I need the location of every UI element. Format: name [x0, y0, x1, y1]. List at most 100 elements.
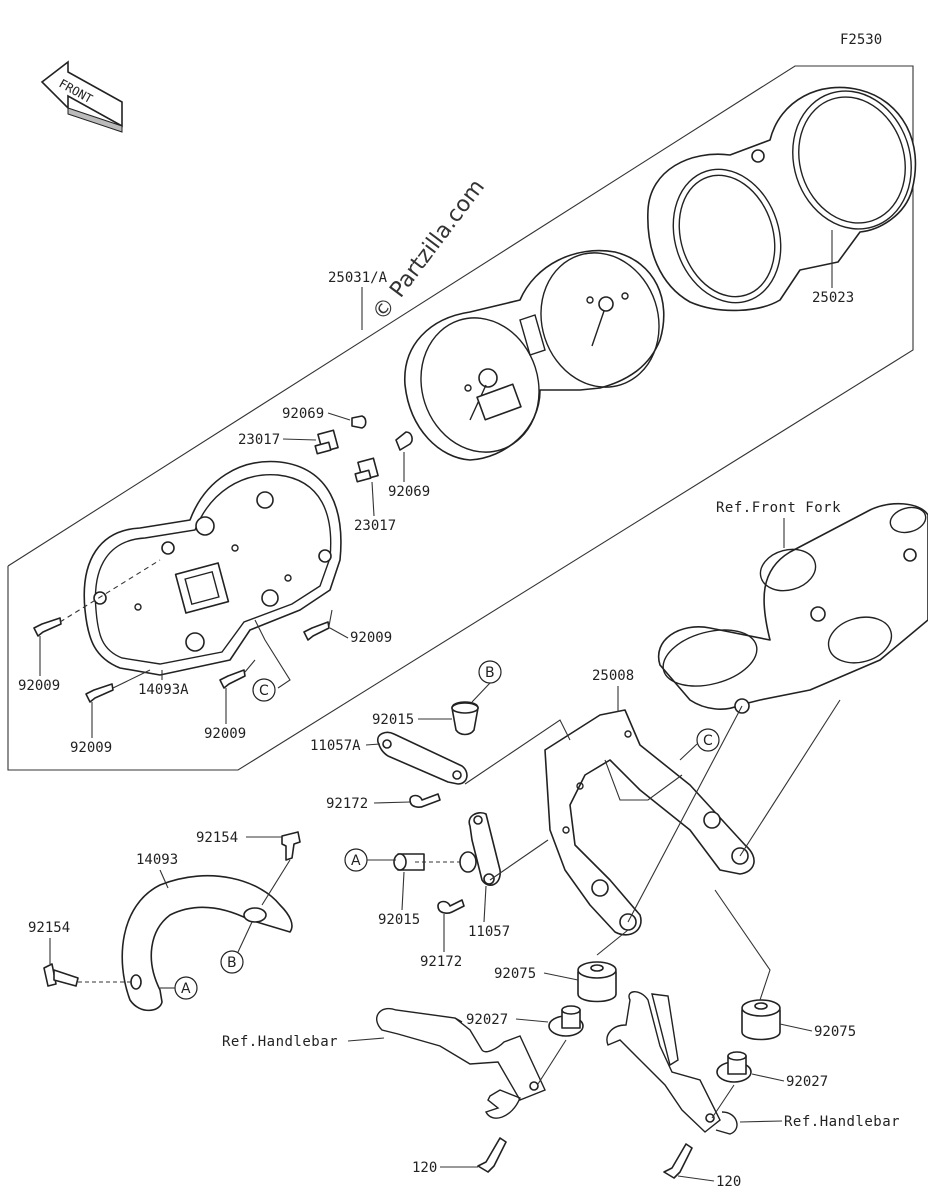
- svg-text:C: C: [259, 683, 269, 699]
- callout-c-bracket: C: [696, 728, 720, 752]
- leader-line: [244, 659, 256, 673]
- leader-line: [237, 921, 253, 953]
- ref-front-fork: Ref.Front Fork: [716, 500, 841, 516]
- leader-line: [464, 719, 571, 785]
- grommet-92015-lower: [393, 853, 425, 871]
- grommet-92015-upper: [451, 701, 479, 736]
- leader-line: [159, 869, 169, 889]
- leader-line: [347, 1037, 385, 1042]
- damper-92075-left: [577, 961, 617, 1003]
- watermark: © Partzilla.com: [368, 175, 490, 326]
- screw-92009-bottom: [219, 669, 246, 689]
- meter-case-part: [83, 460, 342, 676]
- leader-line: [679, 743, 698, 761]
- leader-line: [543, 972, 579, 981]
- damper-92075-right: [741, 999, 781, 1041]
- leader-line: [604, 759, 683, 801]
- ref-handlebar-left: Ref.Handlebar: [222, 1034, 338, 1050]
- leader-line: [596, 929, 629, 956]
- label-92075-left: 92075: [494, 966, 536, 982]
- leader-line: [373, 801, 411, 804]
- leader-line: [371, 481, 375, 517]
- leader-line: [261, 859, 291, 906]
- front-fork-bridge-part: [657, 502, 928, 714]
- callout-a-plate: A: [344, 848, 368, 872]
- callout-a-cover: A: [174, 976, 198, 1000]
- leader-line: [627, 705, 743, 923]
- bolt-120-left: [477, 1137, 507, 1173]
- bolt-92172-lower: [437, 899, 465, 914]
- svg-text:A: A: [351, 853, 361, 869]
- leader-line: [329, 627, 349, 639]
- leader-line: [677, 1175, 715, 1182]
- label-92009-bottom: 92009: [204, 726, 246, 742]
- screw-92009-right: [303, 621, 330, 641]
- label-92172-lower: 92172: [420, 954, 462, 970]
- label-92154-left: 92154: [28, 920, 70, 936]
- bolt-92172-upper: [409, 793, 441, 808]
- label-23017-upper: 23017: [238, 432, 280, 448]
- leader-line: [515, 1018, 549, 1023]
- handlebar-clamp-right: [606, 991, 738, 1135]
- label-92027-left: 92027: [466, 1012, 508, 1028]
- leader-line: [365, 743, 381, 746]
- plate-11057-part: [459, 811, 501, 886]
- label-25008: 25008: [592, 668, 634, 684]
- callout-b-upper: B: [478, 660, 502, 684]
- label-92069-upper: 92069: [282, 406, 324, 422]
- socket-23017-lower: [354, 457, 379, 483]
- leader-line: [711, 1084, 735, 1119]
- collar-92027-right: [716, 1051, 752, 1083]
- collar-92027-left: [548, 1005, 584, 1037]
- leader-line: [751, 1073, 785, 1082]
- label-92027-right: 92027: [786, 1074, 828, 1090]
- svg-text:B: B: [227, 955, 237, 971]
- meter-assembly-part: [404, 249, 665, 461]
- leader-line: [739, 1120, 783, 1123]
- svg-text:A: A: [181, 981, 191, 997]
- bolt-120-right: [663, 1143, 693, 1179]
- bolt-92154-upper: [281, 831, 301, 861]
- leader-line: [714, 889, 771, 1001]
- leader-line: [328, 609, 333, 627]
- leader-line: [537, 1039, 567, 1085]
- screw-92009-left: [33, 617, 62, 637]
- leader-line: [471, 682, 491, 703]
- screw-92009-bottom-left: [85, 683, 114, 703]
- svg-text:B: B: [485, 665, 495, 681]
- assembly-outline: [7, 65, 914, 771]
- svg-text:C: C: [703, 733, 713, 749]
- leader-line: [401, 871, 405, 911]
- label-92009-right: 92009: [350, 630, 392, 646]
- leader-line: [779, 1023, 813, 1032]
- label-92172-upper: 92172: [326, 796, 368, 812]
- label-14093a: 14093A: [138, 682, 189, 698]
- plate-11057A-part: [376, 731, 468, 785]
- label-23017-lower: 23017: [354, 518, 396, 534]
- label-92015-upper: 92015: [372, 712, 414, 728]
- leader-line: [254, 619, 291, 689]
- leader-line: [739, 699, 841, 857]
- label-92009-bottom-left: 92009: [70, 740, 112, 756]
- label-120-left: 120: [412, 1160, 437, 1176]
- leader-line: [489, 839, 549, 881]
- leader-line: [483, 885, 487, 923]
- socket-23017-upper: [314, 429, 339, 455]
- label-11057a: 11057A: [310, 738, 361, 754]
- ref-handlebar-right: Ref.Handlebar: [784, 1114, 900, 1130]
- label-92154-upper: 92154: [196, 830, 238, 846]
- label-92009-left: 92009: [18, 678, 60, 694]
- leader-line: [59, 559, 161, 623]
- label-92069-lower: 92069: [388, 484, 430, 500]
- front-arrow-icon: FRONT: [40, 60, 123, 133]
- meter-cover-part: [647, 86, 917, 312]
- handlebar-clamp-left: [376, 1007, 546, 1119]
- leader-line: [112, 669, 151, 689]
- label-25023: 25023: [812, 290, 854, 306]
- label-92075-right: 92075: [814, 1024, 856, 1040]
- bulb-92069-lower: [395, 431, 413, 451]
- label-11057: 11057: [468, 924, 510, 940]
- label-14093: 14093: [136, 852, 178, 868]
- callout-c-inner: C: [252, 678, 276, 702]
